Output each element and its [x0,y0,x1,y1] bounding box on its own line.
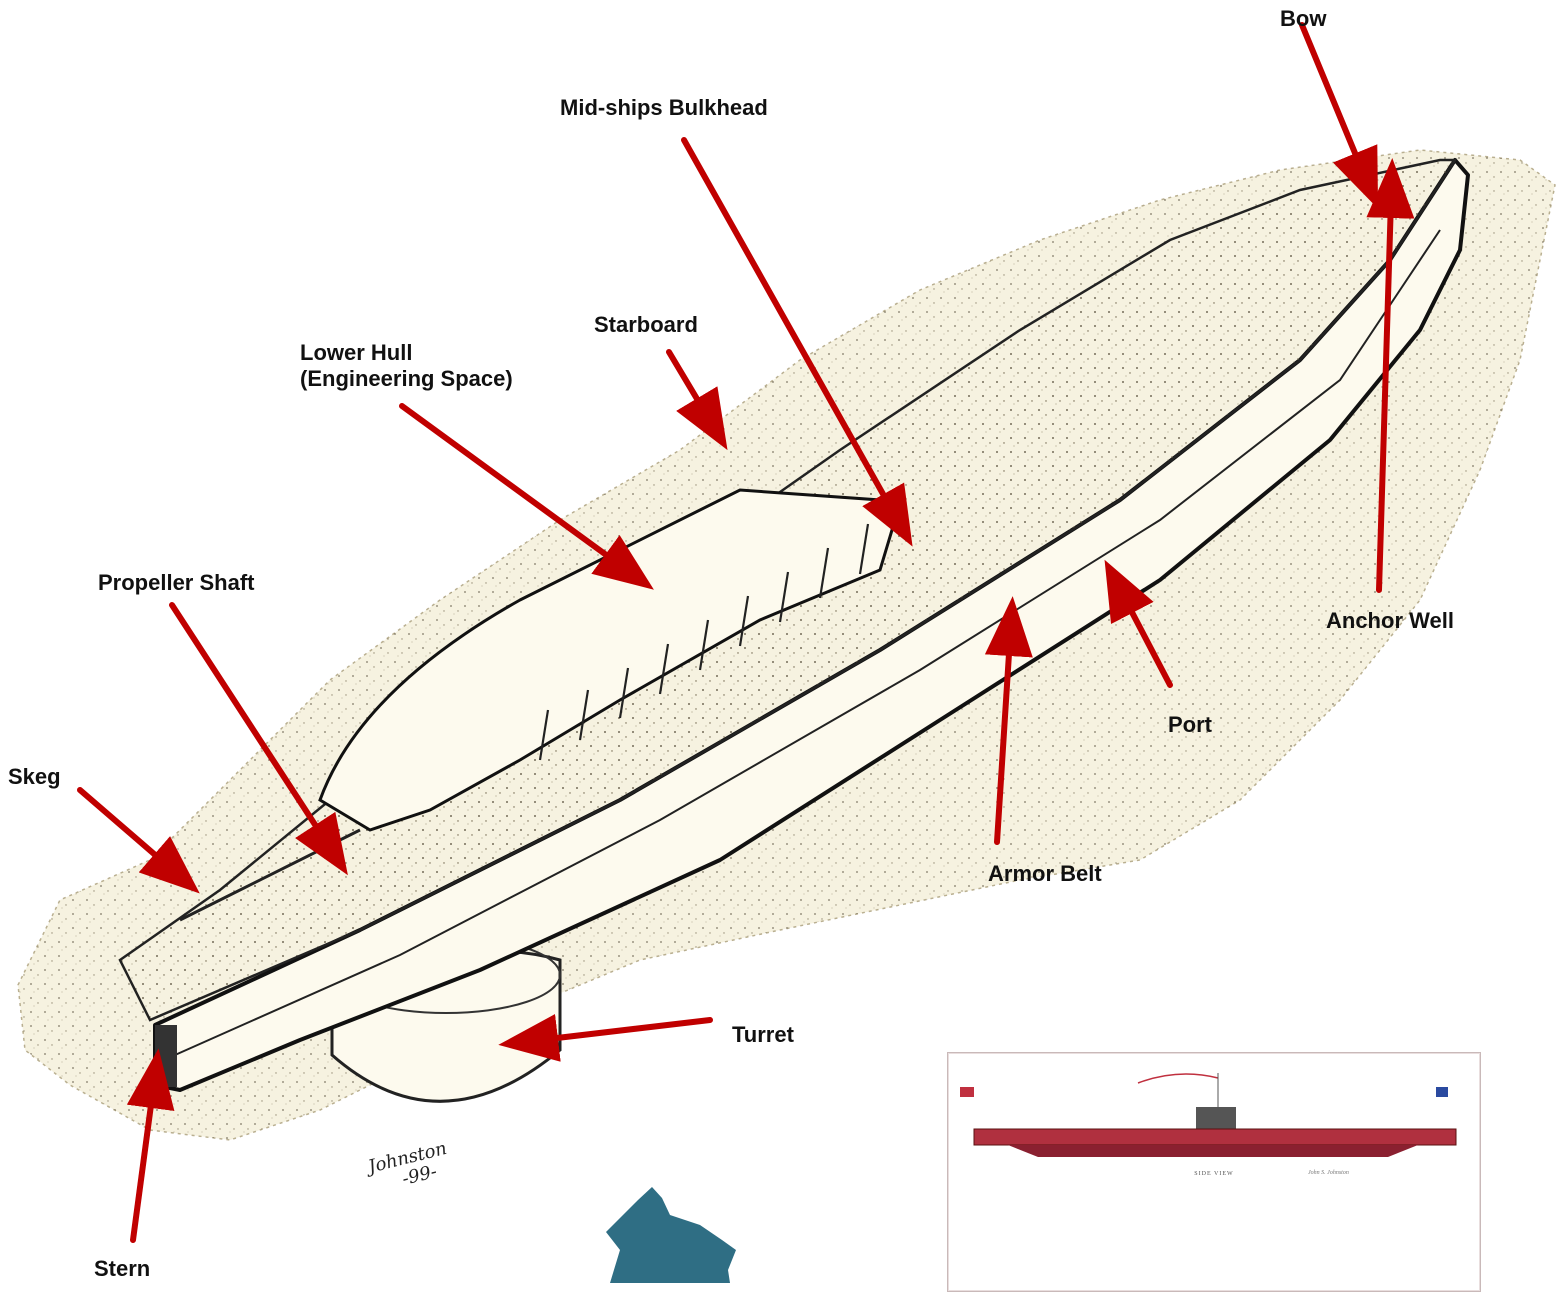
label-starboard: Starboard [594,312,698,338]
label-propeller-shaft: Propeller Shaft [98,570,254,596]
label-anchor-well: Anchor Well [1326,608,1454,634]
inset-artist-name: John S. Johnston [1308,1170,1349,1176]
label-turret: Turret [732,1022,794,1048]
label-midships-bulkhead: Mid-ships Bulkhead [560,95,768,121]
arrow-bow [1302,25,1362,170]
photomosaic-fragment [606,1187,736,1283]
label-skeg: Skeg [8,764,61,790]
inset-flag-left [960,1087,974,1097]
label-armor-belt: Armor Belt [988,861,1102,887]
inset-side-view-title: SIDE VIEW [948,1171,1480,1177]
arrow-turret [540,1020,710,1040]
inset-side-hull [974,1129,1456,1145]
label-bow: Bow [1280,6,1326,32]
inset-plan-drawing: SIDE VIEW John S. Johnston [947,1052,1481,1292]
inset-flag-right [1436,1087,1448,1097]
arrow-starboard [669,352,706,414]
photomosaic-shape [606,1187,736,1283]
inset-side-lower [1008,1145,1418,1157]
label-stern: Stern [94,1256,150,1282]
label-port: Port [1168,712,1212,738]
stern-end [155,1025,177,1087]
inset-pennant [1138,1074,1218,1083]
arrow-skeg [80,790,168,866]
label-lower-hull: Lower Hull (Engineering Space) [300,340,513,392]
arrow-lower-hull [402,406,620,565]
inset-turret-side [1196,1107,1236,1129]
